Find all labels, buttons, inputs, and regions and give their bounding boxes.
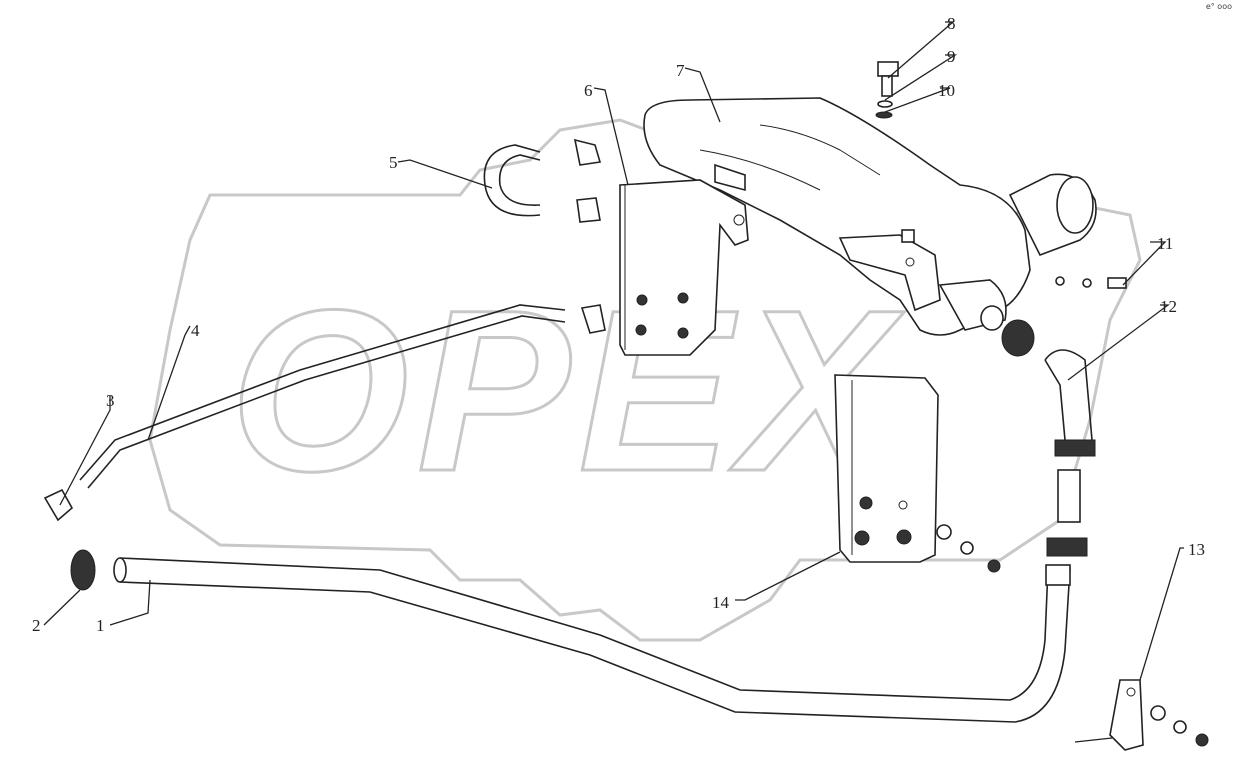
callout-6: 6 [584,81,593,100]
leader-lines [43,21,1184,743]
callout-labels: 1 2 3 4 5 6 7 8 9 10 11 12 13 14 [32,14,1205,635]
callout-3: 3 [106,391,115,410]
watermark: OPEX [148,118,1142,642]
callout-10: 10 [938,81,955,100]
callout-7: 7 [676,61,685,80]
callout-1: 1 [96,616,105,635]
part-4-long-pipe [79,304,606,489]
part-1-main-hose [119,557,1071,723]
callout-11: 11 [1157,234,1173,253]
part-13-strap-bracket [1109,679,1209,751]
callout-2: 2 [32,616,41,635]
callout-8: 8 [947,14,956,33]
callout-14: 14 [712,593,730,612]
part-14-lower-bracket [834,374,1001,573]
callout-9: 9 [947,47,956,66]
watermark-text: OPEX [230,262,905,519]
callout-13: 13 [1188,540,1205,559]
part-6-upper-bracket [619,163,749,356]
callout-4: 4 [191,321,200,340]
corner-mark: e° ooo [1205,2,1232,11]
part-5-u-hose [483,138,602,223]
callout-5: 5 [389,153,398,172]
part-12-right-hose [1001,319,1096,586]
part-3-connector [43,488,74,522]
part-2-hose-clamp [70,549,127,591]
parts-8-11-fasteners [875,61,1127,289]
part-7-reservoir-tank [643,97,1097,336]
callout-12: 12 [1160,297,1177,316]
